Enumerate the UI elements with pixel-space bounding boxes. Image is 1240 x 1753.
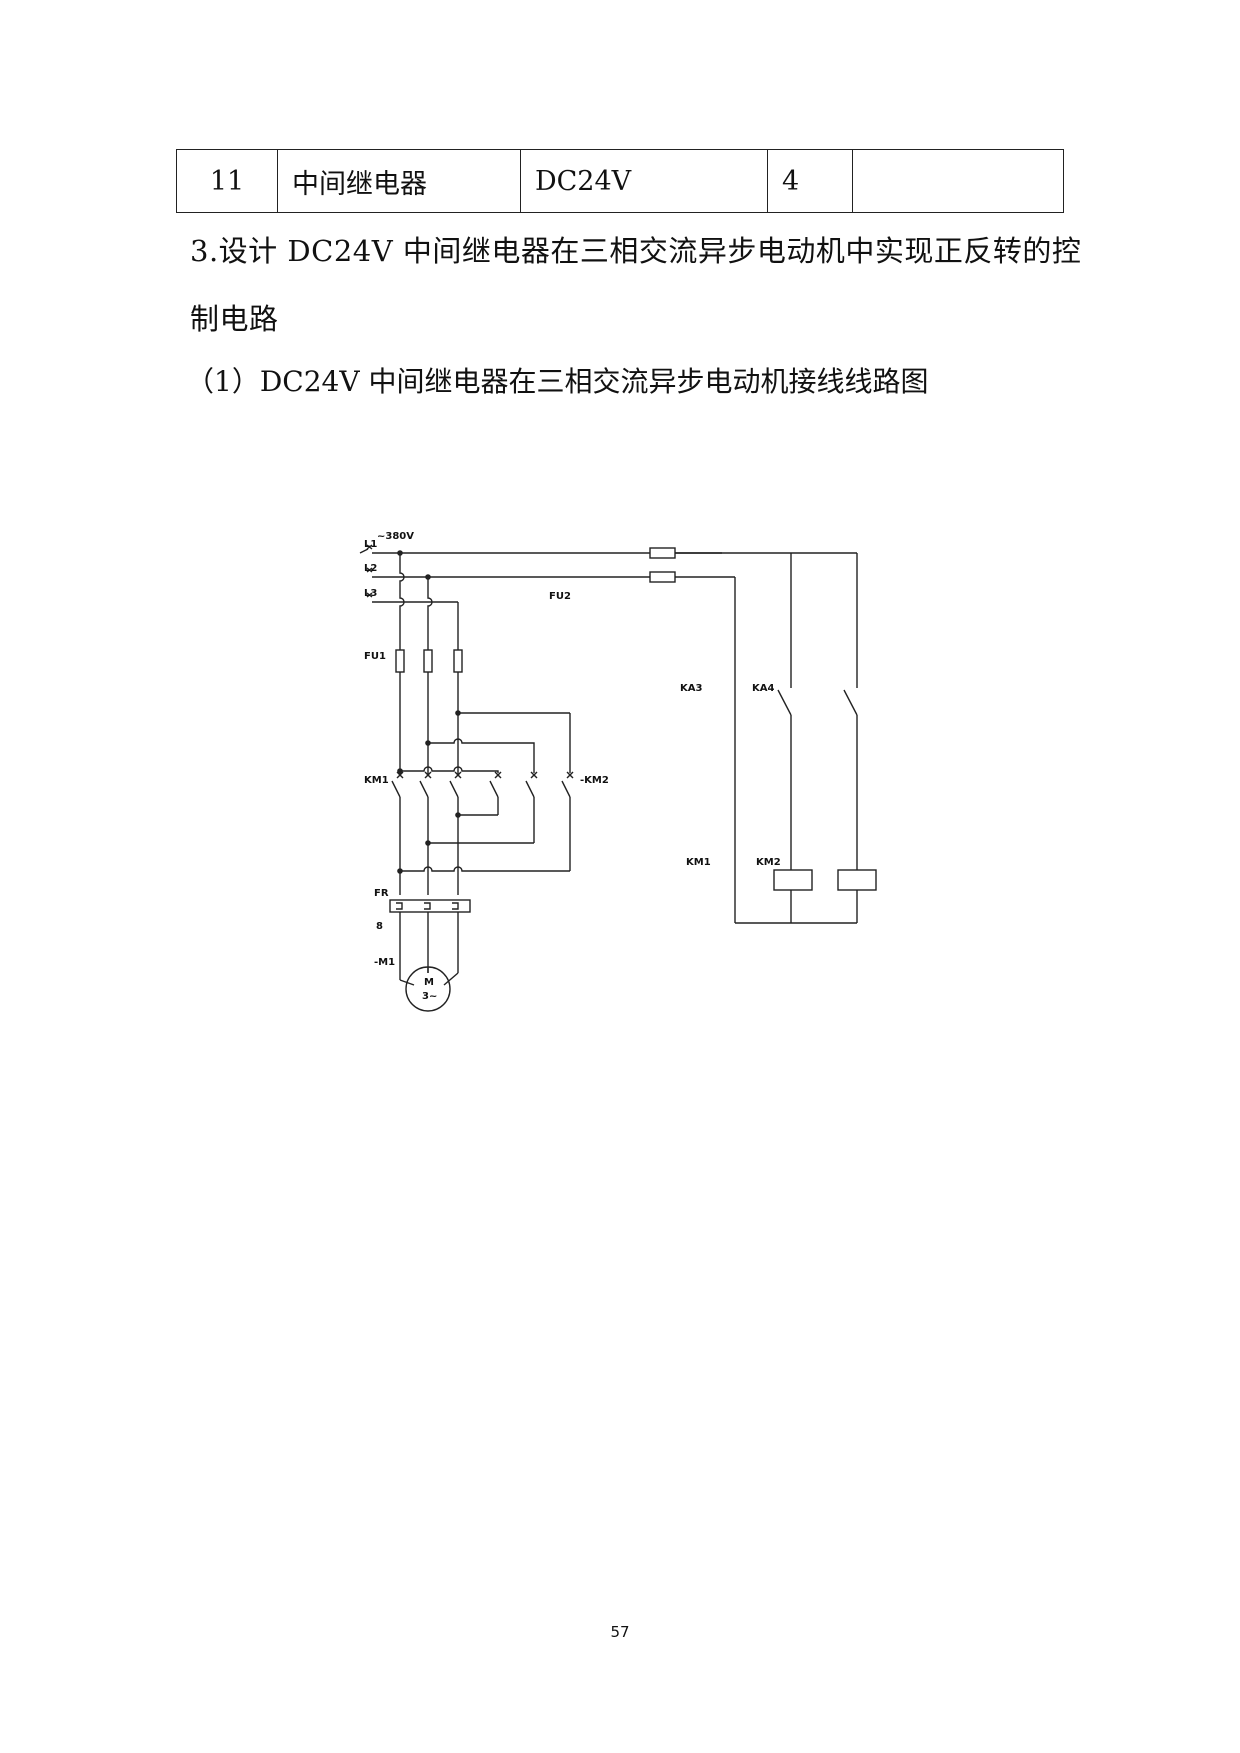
label-km1-contacts: KM1 [364,775,389,786]
motor-m-label: M [424,977,434,988]
cell-name: 中间继电器 [277,149,521,213]
label-fr: FR [374,888,389,899]
reversing-wiring-lower [397,812,570,874]
motor-m1: M 3~ [405,966,451,1012]
section-heading-line2: 制电路 [190,302,279,336]
fuse-fu1 [395,649,463,775]
label-fu1: FU1 [364,651,386,662]
label-km1-coil: KM1 [686,857,711,868]
page-number: 57 [610,1623,630,1641]
cell-no: 11 [176,149,278,213]
circuit-diagram: M 3~ L1 [359,531,877,1012]
label-km2-contacts: -KM2 [580,775,609,786]
label-fu2: FU2 [549,591,571,602]
thermal-relay-fr [389,899,471,986]
section-subheading: （1）DC24V 中间继电器在三相交流异步电动机接线线路图 [186,365,929,398]
table-row: 11 中间继电器 DC24V 4 [176,149,1064,213]
label-motor-ref: -M1 [374,957,395,968]
label-l3: L3 [364,588,377,599]
motor-phase-label: 3~ [422,991,437,1002]
contactor-contacts [391,771,574,895]
label-ka3: KA3 [680,683,702,694]
label-l2: L2 [364,563,377,574]
cell-qty: 4 [767,149,853,213]
reversing-wiring [397,710,571,774]
phase-conductors [399,553,459,650]
parts-table: 11 中间继电器 DC24V 4 [176,149,1064,213]
section-heading-line1: 3.设计 DC24V 中间继电器在三相交流异步电动机中实现正反转的控 [190,234,1082,268]
supply-lines [359,544,791,603]
label-km2-coil: KM2 [756,857,781,868]
control-circuit [734,552,877,924]
fuse-fu2 [649,547,676,583]
label-fr-num: 8 [376,921,383,932]
label-l1: L1 [364,539,377,550]
label-ka4: KA4 [752,683,774,694]
label-voltage: ~380V [377,531,414,542]
cell-remark [852,149,1064,213]
cell-spec: DC24V [520,149,768,213]
